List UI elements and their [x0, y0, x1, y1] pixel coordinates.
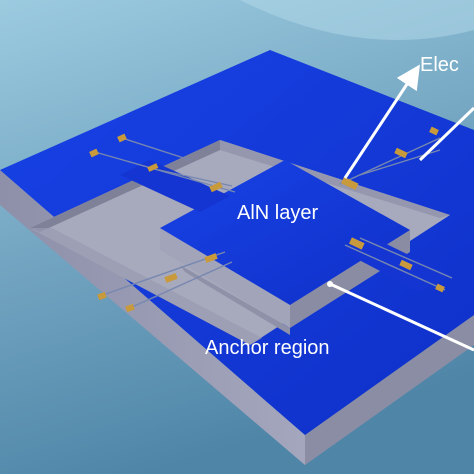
electrode-line — [359, 237, 453, 279]
electrode-pad — [204, 253, 218, 263]
electrode-pad — [341, 176, 359, 191]
electrode-line — [344, 244, 446, 291]
electrode-pad — [348, 237, 365, 250]
anchor-pointer-line — [327, 281, 474, 352]
electrode-line — [121, 137, 191, 161]
electrode-group-upper-left — [89, 133, 236, 193]
electrode-pad — [394, 147, 408, 159]
background-highlight — [240, 0, 474, 40]
electrode-line — [339, 137, 441, 185]
pit-front-shade — [30, 228, 262, 345]
electrode-group-lower-left — [97, 251, 233, 313]
electrode-pad — [117, 133, 127, 143]
anchor-region-label: Anchor region — [205, 337, 330, 359]
pit-back-left-wall — [30, 140, 220, 232]
electrode-pad — [429, 126, 439, 136]
electrode-line — [129, 261, 233, 309]
electrode-arrow — [343, 64, 420, 179]
electrode-label: Elec — [420, 54, 459, 76]
electrode-pad — [125, 303, 135, 313]
tether-right — [340, 236, 450, 292]
electrode-pointer-line-2 — [418, 106, 474, 162]
plate-front-pedestal — [180, 265, 290, 335]
electrode-line — [99, 251, 226, 297]
frame-front-right-wall — [305, 315, 474, 465]
pit-back-right-wall — [220, 140, 450, 218]
electrode-pad — [399, 259, 413, 271]
electrode-pad — [209, 181, 223, 193]
electrode-group-lower-right — [344, 237, 453, 293]
plate-left-wall — [160, 228, 290, 328]
electrode-pad — [147, 163, 159, 172]
electrode-pad — [89, 148, 99, 158]
electrode-pad — [435, 283, 445, 293]
tether-left — [120, 160, 230, 212]
anchor-pointer-dot — [327, 281, 333, 287]
aln-layer-label: AlN layer — [237, 202, 318, 224]
electrode-pad — [164, 273, 178, 283]
electrode-pad — [97, 291, 107, 301]
